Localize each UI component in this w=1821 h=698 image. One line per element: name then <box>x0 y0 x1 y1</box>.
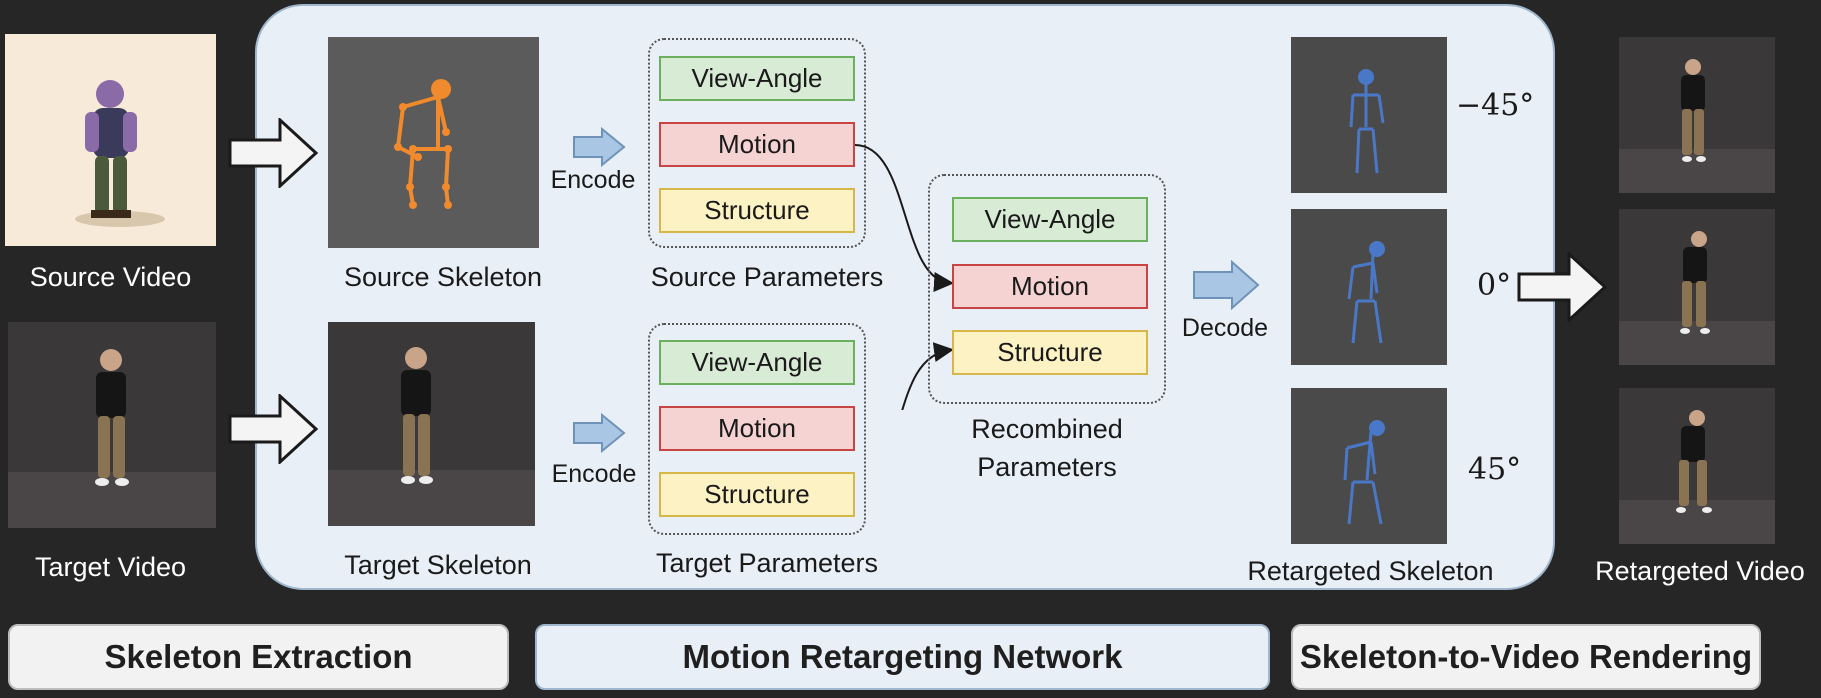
retargeted-skeleton-neg45 <box>1291 37 1447 193</box>
target-motion-box: Motion <box>659 406 855 451</box>
skeleton-figure-0 <box>1347 241 1385 344</box>
decode-label: Decode <box>1181 314 1269 342</box>
recombined-label-line1: Recombined <box>971 414 1123 444</box>
stage-motion-retargeting-network: Motion Retargeting Network <box>535 624 1270 690</box>
target-skeleton-image <box>328 322 535 526</box>
target-video-image <box>8 322 216 528</box>
retargeted-skeleton-45 <box>1291 388 1447 544</box>
recombined-label-line2: Parameters <box>977 452 1117 482</box>
skeleton-figure-neg45 <box>1349 69 1385 174</box>
target-video-label: Target Video <box>34 552 187 582</box>
source-structure-box: Structure <box>659 188 855 233</box>
retargeted-video-frame-2 <box>1619 209 1775 365</box>
source-parameters-group <box>648 38 866 248</box>
arrow-skeleton-to-video <box>1517 252 1608 322</box>
retargeted-video-label: Retargeted Video <box>1595 556 1805 586</box>
target-structure-box: Structure <box>659 472 855 517</box>
video-person-2 <box>1619 231 1775 365</box>
parameter-connectors <box>854 144 954 410</box>
source-skeleton-image <box>328 37 539 248</box>
encode-arrow-top <box>573 127 626 167</box>
retargeted-video-frame-1 <box>1619 37 1775 193</box>
target-skeleton-label: Target Skeleton <box>344 550 532 580</box>
angle-label-0: 0° <box>1477 268 1512 303</box>
angle-label-45: 45° <box>1468 452 1522 487</box>
target-view-angle-box: View-Angle <box>659 340 855 385</box>
source-skeleton-label: Source Skeleton <box>343 262 543 292</box>
retargeted-skeleton-label: Retargeted Skeleton <box>1247 556 1494 586</box>
retargeted-video-frame-3 <box>1619 388 1775 544</box>
source-view-angle-box: View-Angle <box>659 56 855 101</box>
decode-arrow <box>1193 260 1260 310</box>
arrow-source-to-skeleton <box>228 118 319 188</box>
stage-skeleton-to-video-rendering: Skeleton-to-Video Rendering <box>1291 624 1761 690</box>
encode-label-bottom: Encode <box>551 460 637 488</box>
angle-label-neg45: −45° <box>1456 88 1535 123</box>
source-skeleton-figure <box>394 79 452 209</box>
recombined-structure-box: Structure <box>952 330 1148 375</box>
retargeted-skeleton-0 <box>1291 209 1447 365</box>
target-parameters-label: Target Parameters <box>655 548 879 578</box>
video-person-1 <box>1619 59 1775 193</box>
source-video-label: Source Video <box>29 262 192 292</box>
source-parameters-label: Source Parameters <box>650 262 884 292</box>
recombined-motion-box: Motion <box>952 264 1148 309</box>
target-person-illustration <box>8 349 216 528</box>
encode-label-top: Encode <box>550 166 636 194</box>
arrow-target-to-skeleton <box>228 394 319 464</box>
video-person-3 <box>1619 410 1775 544</box>
target-skeleton-figure <box>328 347 535 526</box>
recombined-parameters-group <box>928 174 1166 404</box>
source-character-illustration <box>75 80 165 227</box>
encode-arrow-bottom <box>573 413 626 453</box>
recombined-view-angle-box: View-Angle <box>952 197 1148 242</box>
target-parameters-group <box>648 323 866 535</box>
source-video-image <box>5 34 216 246</box>
stage-skeleton-extraction: Skeleton Extraction <box>8 624 509 690</box>
source-motion-box: Motion <box>659 122 855 167</box>
skeleton-figure-45 <box>1343 420 1385 525</box>
